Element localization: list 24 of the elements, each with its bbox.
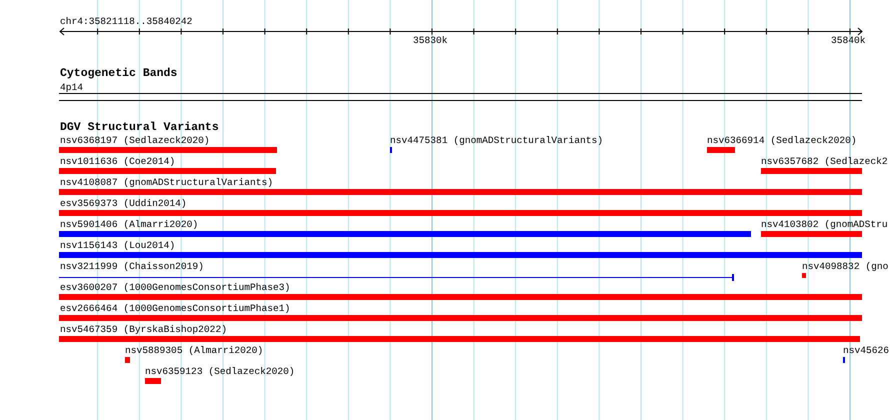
- track-title: DGV Structural Variants: [60, 122, 219, 133]
- feature-label: nsv5467359 (ByrskaBishop2022): [60, 324, 227, 335]
- feature-label: nsv6366914 (Sedlazeck2020): [707, 135, 857, 146]
- feature-label: nsv4098832 (gno: [802, 261, 888, 272]
- feature-label: esv2666464 (1000GenomesConsortiumPhase1): [60, 303, 290, 314]
- feature-label: nsv6368197 (Sedlazeck2020): [60, 135, 210, 146]
- feature-label: nsv1011636 (Coe2014): [60, 156, 176, 167]
- feature-label: nsv5889305 (Almarri2020): [125, 345, 264, 356]
- feature-label: nsv6359123 (Sedlazeck2020): [145, 366, 295, 377]
- feature-label: nsv3211999 (Chaisson2019): [60, 261, 204, 272]
- feature-label: esv3600207 (1000GenomesConsortiumPhase3): [60, 282, 290, 293]
- feature-label: nsv45626: [843, 345, 890, 356]
- feature-label: nsv4103802 (gnomADStru: [761, 219, 888, 230]
- tick-label: 35830k: [413, 35, 448, 46]
- coordinate-range: chr4:35821118..35840242: [60, 16, 192, 27]
- feature-label: esv3569373 (Uddin2014): [60, 198, 187, 209]
- feature-label: nsv4108087 (gnomADStructuralVariants): [60, 177, 274, 188]
- track-title: Cytogenetic Bands: [60, 68, 178, 79]
- tick-label: 35840k: [831, 35, 866, 46]
- feature-label: nsv4475381 (gnomADStructuralVariants): [390, 135, 604, 146]
- feature-label: nsv5901406 (Almarri2020): [60, 219, 198, 230]
- feature-label: nsv1156143 (Lou2014): [60, 240, 176, 251]
- band-name: 4p14: [60, 82, 84, 93]
- feature-label: nsv6357682 (Sedlazeck2: [761, 156, 888, 167]
